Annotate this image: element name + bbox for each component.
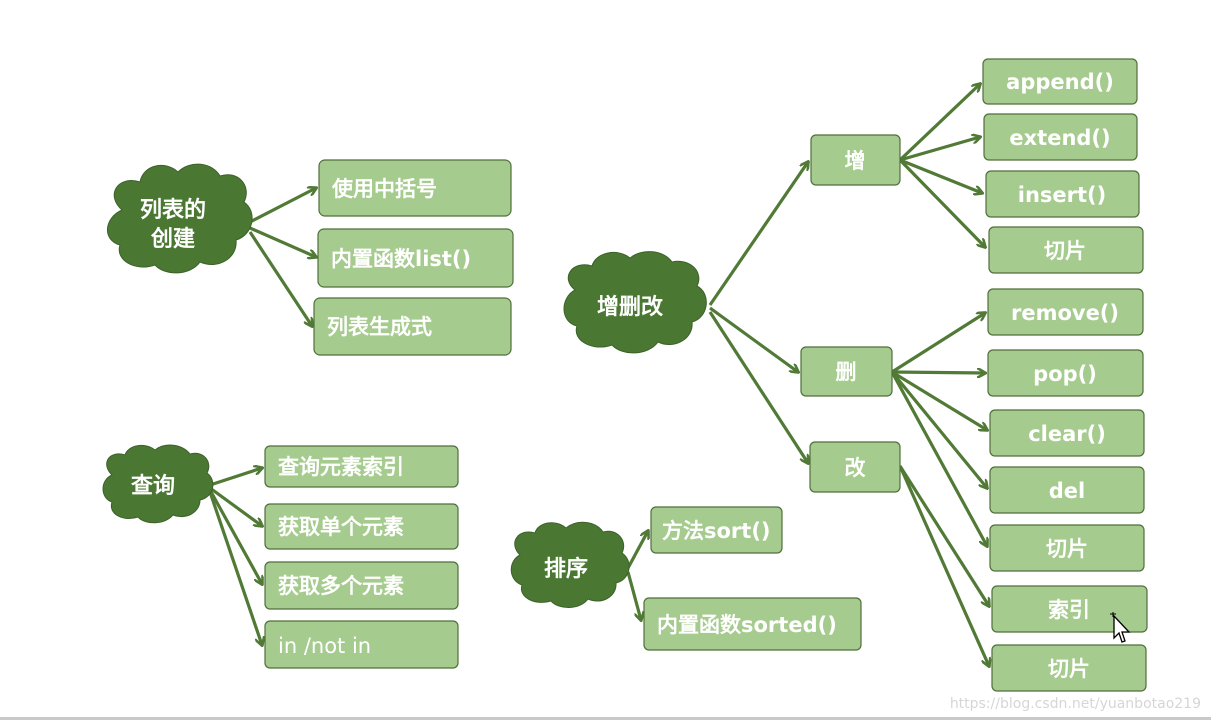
query-box-3	[264, 561, 459, 610]
arrow-query-4	[208, 491, 262, 645]
cloud-crud-label: 增删改	[597, 294, 664, 320]
modify-box-2	[991, 644, 1147, 692]
sort-items: 方法sort() 内置函数sorted()	[643, 506, 862, 651]
arrow-create-1	[249, 188, 316, 224]
cloud-list-create: 列表的 创建	[107, 163, 253, 274]
arrow-del-4	[890, 370, 987, 488]
cloud-sort-label: 排序	[544, 556, 588, 582]
delete-item-2: pop()	[1033, 362, 1097, 386]
add-box-4	[988, 226, 1144, 274]
sort-item-2: 内置函数sorted()	[657, 613, 837, 637]
create-item-3: 列表生成式	[327, 315, 432, 339]
query-items: 查询元素索引 获取单个元素 获取多个元素 in /not in	[264, 445, 459, 669]
modify-items: 索引 切片	[991, 585, 1148, 692]
add-item-2: extend()	[1009, 126, 1110, 150]
arrow-add-3	[899, 158, 982, 193]
arrow-sort-2	[626, 571, 641, 620]
add-item-1: append()	[1006, 70, 1114, 94]
delete-item-1: remove()	[1011, 301, 1119, 325]
op-delete: 删	[836, 360, 857, 384]
arrow-create-3	[248, 231, 312, 326]
arrow-del-1	[891, 313, 985, 374]
delete-item-4: del	[1049, 479, 1085, 503]
cloud-query-label: 查询	[131, 473, 175, 499]
cloud-list-create-line2: 创建	[150, 227, 195, 252]
arrow-add-2	[899, 137, 980, 162]
delete-box-4	[989, 466, 1145, 514]
modify-item-2: 切片	[1048, 657, 1090, 681]
query-item-3: 获取多个元素	[278, 574, 404, 598]
query-box-1	[264, 445, 459, 488]
arrow-add-4	[898, 158, 985, 247]
arrows	[208, 84, 989, 666]
create-box-1	[318, 159, 512, 217]
op-modify-box	[809, 441, 901, 493]
crud-ops: 增 删 改	[800, 134, 901, 493]
add-items: append() extend() insert() 切片	[982, 58, 1144, 274]
arrow-create-2	[249, 226, 316, 257]
arrow-add-1	[898, 84, 980, 162]
op-delete-box	[800, 346, 893, 397]
delete-items: remove() pop() clear() del 切片	[987, 288, 1145, 572]
add-item-3: insert()	[1018, 183, 1106, 207]
delete-item-3: clear()	[1028, 422, 1106, 446]
create-box-2	[317, 228, 514, 288]
arrow-query-3	[208, 489, 262, 584]
create-items: 使用中括号 内置函数list() 列表生成式	[313, 159, 514, 356]
sort-box-1	[650, 506, 783, 554]
bottom-border	[0, 717, 1211, 720]
mouse-cursor-icon	[1110, 612, 1131, 643]
cloud-query: 查询	[102, 444, 214, 524]
add-item-4: 切片	[1044, 239, 1086, 263]
add-box-3	[985, 170, 1140, 218]
delete-box-5	[989, 524, 1145, 572]
cloud-sort: 排序	[510, 521, 630, 608]
query-box-2	[264, 503, 459, 550]
cloud-list-create-line1: 列表的	[140, 197, 206, 223]
modify-box-1	[991, 585, 1148, 633]
delete-box-3	[989, 409, 1145, 457]
arrow-query-1	[209, 468, 262, 487]
delete-box-1	[987, 288, 1144, 336]
create-item-1: 使用中括号	[331, 177, 437, 201]
create-item-2: 内置函数list()	[331, 247, 471, 271]
cloud-crud: 增删改	[563, 251, 707, 354]
arrow-sort-1	[626, 531, 648, 569]
sort-box-2	[643, 597, 862, 651]
arrow-crud-modify	[708, 311, 808, 463]
arrow-del-2	[891, 372, 985, 373]
add-box-2	[983, 113, 1138, 161]
query-item-2: 获取单个元素	[278, 515, 404, 539]
arrow-query-2	[209, 486, 262, 526]
query-item-4: in /not in	[278, 634, 371, 658]
modify-item-1: 索引	[1048, 598, 1090, 622]
arrow-modify-2	[898, 465, 989, 666]
create-box-3	[313, 297, 512, 356]
query-box-4	[264, 620, 459, 669]
op-modify: 改	[845, 456, 867, 480]
arrow-del-5	[890, 371, 987, 546]
arrow-crud-delete	[709, 306, 798, 372]
delete-box-2	[987, 349, 1144, 397]
arrow-del-3	[891, 370, 987, 430]
add-box-1	[982, 58, 1138, 105]
op-add: 增	[845, 149, 866, 173]
query-item-1: 查询元素索引	[278, 455, 404, 479]
op-add-box	[810, 134, 901, 186]
sort-item-1: 方法sort()	[662, 519, 771, 543]
delete-item-5: 切片	[1046, 537, 1088, 561]
arrow-crud-add	[708, 162, 808, 306]
watermark-url: https://blog.csdn.net/yuanbotao219	[949, 696, 1201, 712]
arrow-modify-1	[898, 465, 989, 606]
